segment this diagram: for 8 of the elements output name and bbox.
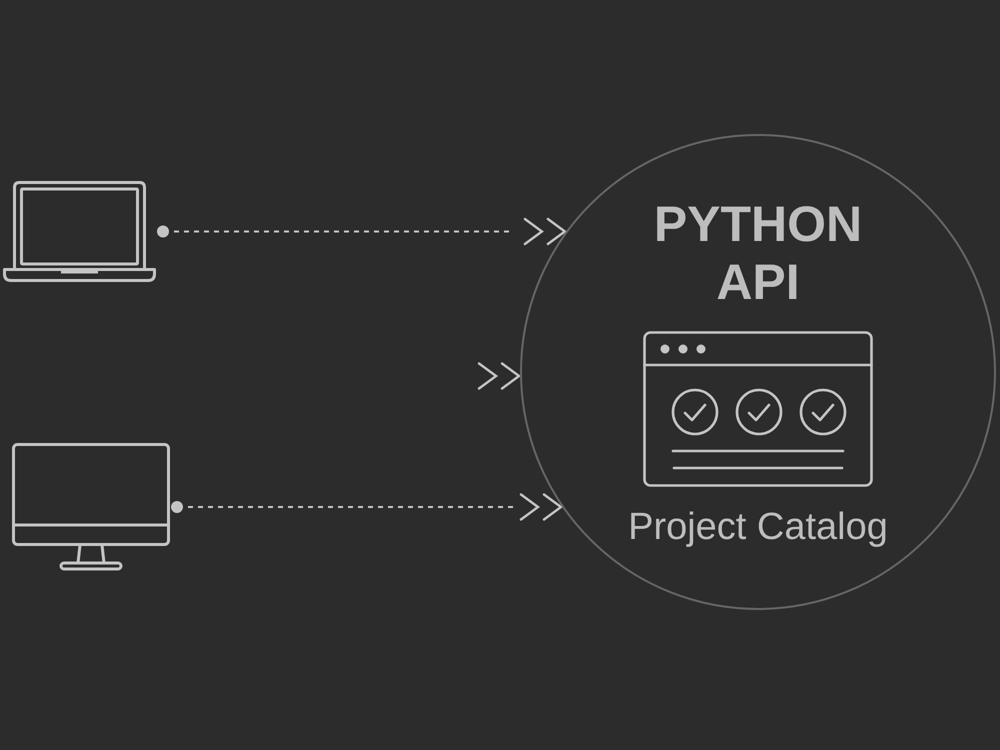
laptop-icon	[3, 181, 156, 282]
chevron-arrow	[478, 362, 522, 390]
dashed-arrow	[157, 218, 567, 246]
dashed-arrow	[171, 493, 564, 521]
circle-node	[520, 134, 996, 610]
monitor-icon	[12, 443, 170, 571]
node-label: Project Catalog	[628, 505, 888, 549]
node-title: PYTHON API	[652, 195, 864, 311]
